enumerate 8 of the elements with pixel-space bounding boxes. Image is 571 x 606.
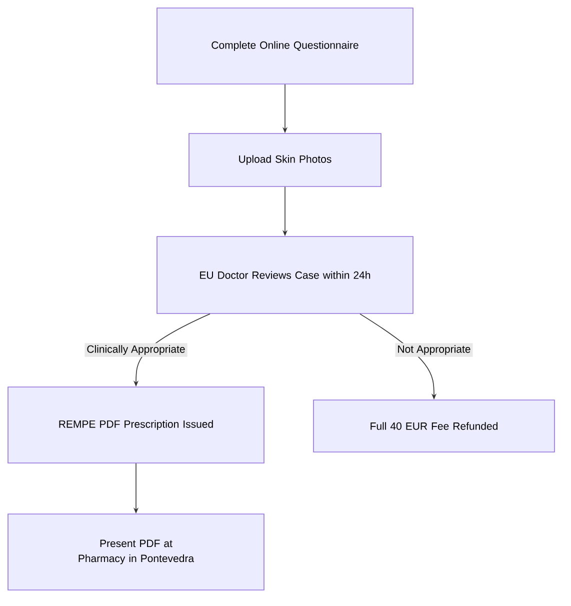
edge-label: Not Appropriate: [395, 343, 473, 357]
process-box: Present PDF at Pharmacy in Pontevedra: [8, 514, 264, 590]
process-box: Complete Online Questionnaire: [156, 8, 414, 84]
process-box: EU Doctor Reviews Case within 24h: [156, 236, 414, 314]
edge-label: Clinically Appropriate: [84, 343, 188, 357]
process-box: REMPE PDF Prescription Issued: [8, 386, 264, 464]
process-box: Full 40 EUR Fee Refunded: [313, 400, 555, 452]
process-box: Upload Skin Photos: [188, 133, 382, 187]
